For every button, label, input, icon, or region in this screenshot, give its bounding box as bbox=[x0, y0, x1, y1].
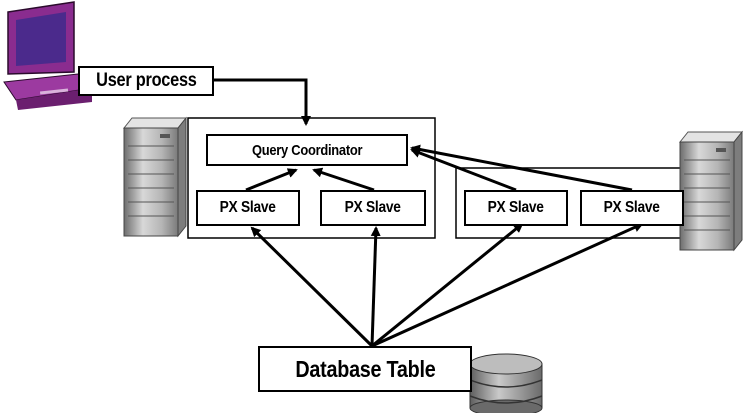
px-slave-label: PX Slave bbox=[219, 199, 277, 216]
px-slave-box-1: PX Slave bbox=[196, 190, 300, 226]
query-coordinator-label: Query Coordinator bbox=[251, 141, 363, 159]
computer-icon bbox=[3, 1, 94, 110]
database-table-box: Database Table bbox=[258, 346, 472, 392]
server-group-left bbox=[187, 117, 436, 239]
database-icon bbox=[469, 353, 543, 413]
arrow-user-to-coordinator bbox=[214, 78, 311, 126]
arrow-table-to-slave1 bbox=[250, 226, 374, 348]
arrow-slave1-to-coordinator bbox=[245, 168, 298, 192]
px-slave-box-2: PX Slave bbox=[320, 190, 426, 226]
arrow-table-to-slave2 bbox=[370, 226, 381, 347]
server-icon-right bbox=[678, 130, 744, 252]
user-process-label: User process bbox=[95, 70, 197, 91]
px-slave-label: PX Slave bbox=[487, 199, 545, 216]
arrow-slave2-to-coordinator bbox=[312, 167, 375, 192]
server-icon-left bbox=[122, 116, 188, 238]
arrow-slave4-to-coordinator bbox=[410, 144, 633, 192]
query-coordinator-box: Query Coordinator bbox=[206, 134, 408, 166]
px-slave-box-3: PX Slave bbox=[464, 190, 568, 226]
database-table-label: Database Table bbox=[294, 355, 436, 382]
arrow-table-to-slave4 bbox=[371, 222, 644, 348]
px-slave-label: PX Slave bbox=[603, 199, 661, 216]
arrow-slave3-to-coordinator bbox=[410, 148, 517, 192]
px-slave-label: PX Slave bbox=[344, 199, 402, 216]
user-process-box: User process bbox=[78, 66, 214, 96]
px-slave-box-4: PX Slave bbox=[580, 190, 684, 226]
arrow-table-to-slave3 bbox=[371, 222, 524, 348]
